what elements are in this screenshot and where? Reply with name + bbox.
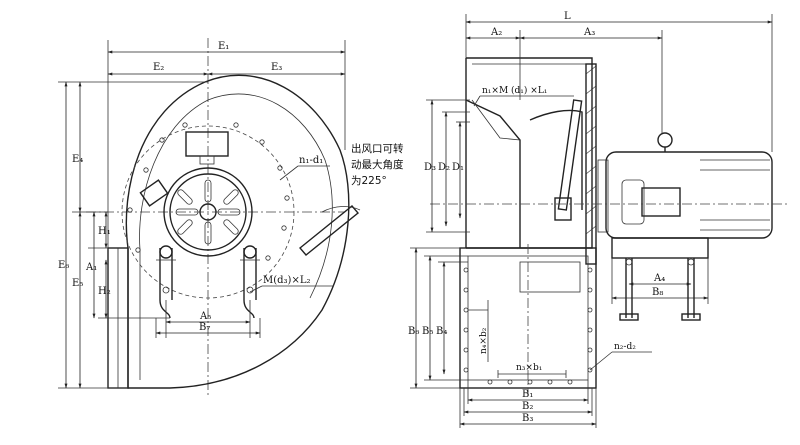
callout-side-holes: n₄×b₂ — [468, 300, 489, 362]
label-E2: E₂ — [153, 62, 164, 73]
lower-casing-holes — [463, 267, 593, 385]
support-legs — [156, 245, 260, 319]
label-B4: B₄ — [436, 326, 447, 337]
rotation-note: 出风口可转 动最大角度 为225° — [351, 142, 404, 187]
dim-B-bottom: B₁ B₂ B₃ — [459, 380, 597, 428]
label-L: L — [564, 11, 571, 22]
motor-face-inner — [169, 173, 247, 251]
label-B7: B₇ — [199, 322, 210, 333]
label-n1-d1: n₁-d₁ — [299, 155, 323, 166]
flange-bolt-holes — [127, 122, 290, 261]
shaft-coupling — [554, 197, 572, 221]
label-E5: E₅ — [72, 278, 83, 289]
callout-anchor-bolt: M(d₃)×L₂ — [249, 275, 334, 293]
rotation-arc — [321, 206, 361, 213]
label-corner-holes: n₂-d₂ — [614, 342, 636, 352]
nameplate — [185, 131, 229, 157]
label-side-holes: n₄×b₂ — [479, 327, 489, 354]
dim-E2-E3: E₂ E₃ — [107, 62, 346, 76]
dim-A4-B8: A₄ B₈ — [611, 258, 709, 304]
label-E6: E₆ — [58, 260, 69, 271]
label-A5: A₅ — [199, 311, 211, 322]
bottom-dims-front: A₅ B₇ — [155, 300, 261, 338]
rotated-outlet — [298, 205, 360, 256]
lifting-eye — [657, 132, 673, 148]
label-B2: B₂ — [522, 401, 533, 412]
label-H1: H₁ — [98, 226, 111, 237]
label-bottom-holes: n₃×b₁ — [516, 363, 542, 373]
label-B6: B₆ — [408, 326, 419, 337]
side-view: L A₂ A₃ D₃ D₂ D₁ B₆ — [408, 11, 790, 428]
motor-end-cap — [621, 179, 645, 225]
motor-flange — [597, 159, 609, 233]
inlet-cone-inner — [471, 99, 521, 141]
terminal-box — [139, 179, 169, 207]
label-anchor-bolt: M(d₃)×L₂ — [263, 275, 310, 286]
nameplate-bracket — [199, 155, 215, 165]
label-D1: D₁ — [452, 162, 464, 173]
motor-feet — [619, 258, 701, 321]
label-D2: D₂ — [438, 162, 450, 173]
left-vertical-dims: E₆ E₄ E₅ A₁ H₁ H₂ — [58, 81, 208, 389]
motor-fins — [700, 159, 770, 231]
label-flange-top: n₁×M (d₁) ×L₁ — [482, 85, 547, 96]
label-B8: B₈ — [652, 287, 663, 298]
volute-casing — [125, 74, 350, 389]
label-B5: B₅ — [422, 326, 433, 337]
label-A4: A₄ — [653, 273, 665, 284]
label-A1: A₁ — [85, 262, 97, 273]
motor-body — [605, 151, 773, 239]
label-B3: B₃ — [522, 413, 533, 424]
motor-face-outer — [163, 167, 253, 257]
impeller-blade — [557, 99, 583, 211]
lower-inlet-window — [519, 261, 581, 293]
dim-L-A2-A3: L A₂ A₃ — [465, 11, 773, 152]
label-D3: D₃ — [424, 162, 436, 173]
back-plate-hatching — [585, 65, 597, 235]
casing-back-plate — [585, 63, 597, 265]
dim-B-left: B₆ B₅ B₄ — [408, 247, 468, 389]
motor-terminal-box — [641, 187, 681, 217]
callout-flange-top: n₁×M (d₁) ×L₁ — [473, 85, 574, 107]
callout-n1-d1: n₁-d₁ — [279, 155, 330, 181]
callout-bottom-holes: n₃×b₁ — [497, 363, 567, 378]
label-H2: H₂ — [98, 286, 111, 297]
rotation-note-line-2: 动最大角度 — [351, 158, 404, 171]
label-E1: E₁ — [218, 41, 229, 52]
impeller-backplate — [529, 109, 583, 210]
front-view: E₁ E₂ E₃ E₆ E₄ E₅ A₁ H₁ H — [58, 38, 404, 395]
shaft-hub — [199, 203, 217, 221]
label-A2: A₂ — [490, 27, 502, 38]
label-E4: E₄ — [72, 154, 83, 165]
motor-base — [611, 237, 709, 259]
motor-cooling-slots — [175, 179, 241, 245]
dim-D: D₃ D₂ D₁ — [424, 99, 470, 233]
label-A3: A₃ — [583, 27, 595, 38]
rotation-note-line-1: 出风口可转 — [351, 142, 404, 155]
label-B1: B₁ — [522, 389, 533, 400]
rotation-note-line-3: 为225° — [351, 175, 387, 187]
inlet-cone — [465, 99, 521, 248]
label-E3: E₃ — [271, 62, 282, 73]
callout-corner-holes: n₂-d₂ — [589, 342, 652, 371]
inlet-bolt-circle — [121, 125, 295, 299]
